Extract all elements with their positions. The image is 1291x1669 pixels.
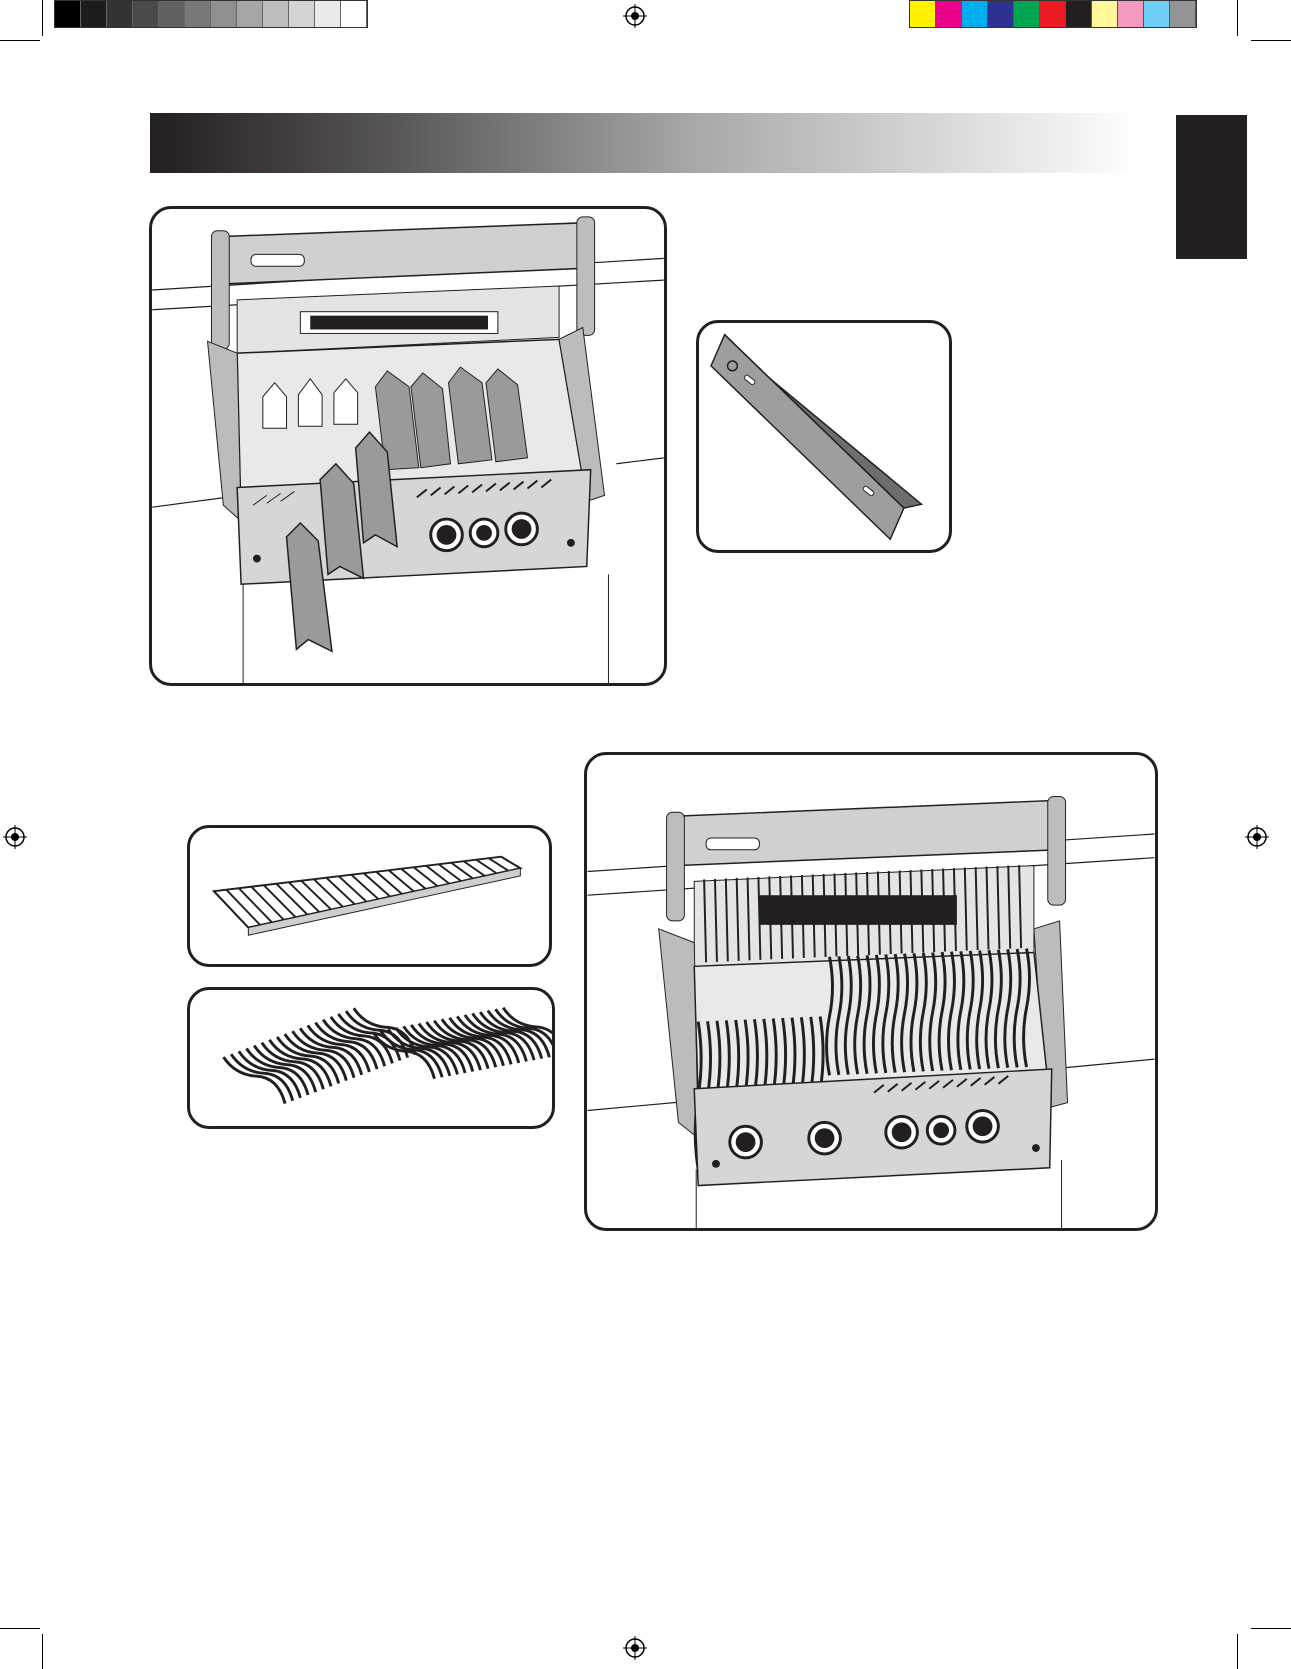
color-swatch bbox=[936, 1, 962, 27]
crop-mark bbox=[42, 1634, 43, 1669]
registration-target-icon bbox=[1245, 825, 1269, 849]
gray-swatch bbox=[341, 1, 367, 27]
grill-deflector-illustration bbox=[152, 209, 664, 683]
crop-mark bbox=[1251, 1628, 1291, 1629]
color-swatch bbox=[1092, 1, 1118, 27]
registration-target-icon bbox=[623, 1636, 647, 1660]
registration-target-icon bbox=[623, 4, 647, 28]
figure-warming-rack-part bbox=[187, 825, 552, 967]
color-swatch bbox=[1040, 1, 1066, 27]
color-swatch bbox=[1170, 1, 1196, 27]
gray-swatch bbox=[315, 1, 341, 27]
color-swatch bbox=[1118, 1, 1144, 27]
figure-heat-deflector-part bbox=[696, 320, 952, 553]
color-swatch bbox=[1144, 1, 1170, 27]
registration-target-icon bbox=[3, 825, 27, 849]
cooking-grids-illustration bbox=[190, 990, 552, 1126]
figure-grill-with-heat-deflectors bbox=[149, 206, 667, 686]
grill-grids-illustration bbox=[587, 755, 1155, 1228]
gray-swatch bbox=[159, 1, 185, 27]
gray-swatch bbox=[237, 1, 263, 27]
gray-swatch bbox=[211, 1, 237, 27]
section-header-band bbox=[150, 113, 1140, 173]
language-side-tab bbox=[1176, 115, 1247, 259]
crop-mark bbox=[0, 40, 40, 41]
crop-mark bbox=[1237, 0, 1238, 36]
heat-deflector-illustration bbox=[699, 323, 949, 550]
crop-mark bbox=[42, 0, 43, 36]
warming-rack-illustration bbox=[190, 828, 549, 964]
crop-mark bbox=[1237, 1634, 1238, 1669]
color-swatch bbox=[988, 1, 1014, 27]
color-swatch bbox=[1014, 1, 1040, 27]
color-swatch bbox=[1066, 1, 1092, 27]
color-registration-bar bbox=[909, 0, 1197, 28]
grayscale-registration-bar bbox=[54, 0, 368, 28]
gray-swatch bbox=[107, 1, 133, 27]
gray-swatch bbox=[263, 1, 289, 27]
gray-swatch bbox=[185, 1, 211, 27]
crop-mark bbox=[1251, 40, 1291, 41]
color-swatch bbox=[962, 1, 988, 27]
crop-mark bbox=[0, 1628, 40, 1629]
gray-swatch bbox=[289, 1, 315, 27]
gray-swatch bbox=[133, 1, 159, 27]
gray-swatch bbox=[81, 1, 107, 27]
gray-swatch bbox=[55, 1, 81, 27]
color-swatch bbox=[910, 1, 936, 27]
figure-cooking-grids-part bbox=[187, 987, 555, 1129]
figure-grill-with-grids-installed bbox=[584, 752, 1158, 1231]
